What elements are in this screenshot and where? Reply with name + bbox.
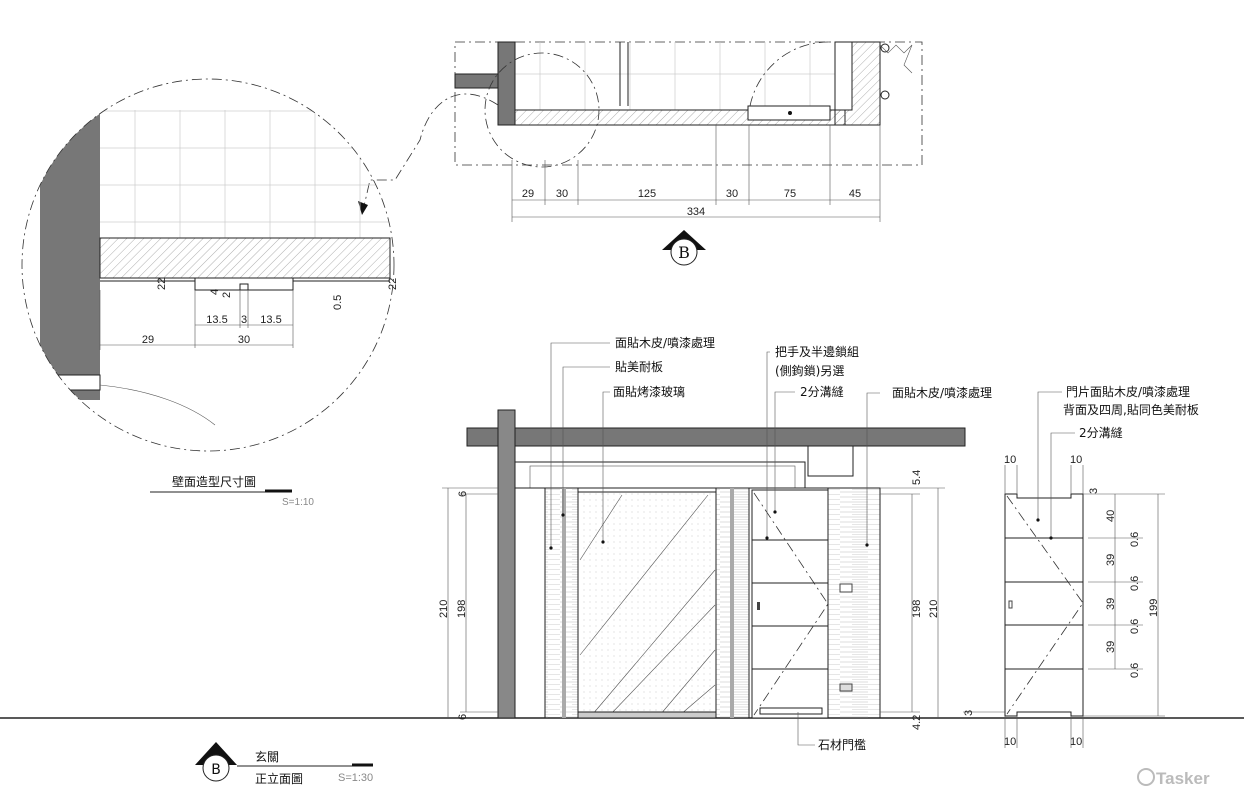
svg-text:B: B <box>678 243 690 262</box>
plan-dim: 75 <box>784 188 796 200</box>
door-dim: 39 <box>1105 554 1117 566</box>
plan-wall <box>497 41 516 126</box>
plan-dimensions: 29 30 125 30 75 45 334 <box>511 125 881 222</box>
plan-view: 29 30 125 30 75 45 334 B <box>454 41 923 266</box>
door-dim: 0.6 <box>1129 532 1141 547</box>
door-dim: 39 <box>1105 641 1117 653</box>
stone-threshold <box>759 707 823 715</box>
detail-dim: 29 <box>142 334 154 346</box>
plan-dim: 30 <box>726 188 738 200</box>
door-dim-total: 199 <box>1148 599 1160 617</box>
callout-handle-lock: 把手及半邊鎖組 <box>775 344 859 359</box>
dim-210-right: 210 <box>928 600 940 618</box>
callout-door-laminate: 背面及四周,貼同色美耐板 <box>1063 402 1199 417</box>
callout-groove: 2分溝縫 <box>800 384 844 399</box>
detail-dim: 13.5 <box>260 314 281 326</box>
detail-dim: 22 <box>156 278 168 290</box>
elevation-view: 面貼木皮/噴漆處理 貼美耐板 面貼烤漆玻璃 把手及半邊鎖組 (側鉤鎖)另選 2分… <box>0 335 1244 786</box>
door-dim: 40 <box>1105 510 1117 522</box>
callout-side-hook-lock: (側鉤鎖)另選 <box>775 363 844 378</box>
elevation-scale: S=1:30 <box>338 772 373 784</box>
plan-dim: 125 <box>638 188 656 200</box>
svg-text:B: B <box>211 762 221 778</box>
plan-dim: 30 <box>556 188 568 200</box>
switch-plate <box>839 583 853 593</box>
detail-dim: 0.5 <box>332 295 344 310</box>
column <box>497 409 516 719</box>
callout-laminate: 貼美耐板 <box>615 359 663 374</box>
detail-title: 壁面造型尺寸圖 <box>172 474 256 489</box>
tasker-logo-icon <box>1137 768 1155 786</box>
detail-dim: 2 <box>221 292 233 298</box>
door-dim: 0.6 <box>1129 576 1141 591</box>
door-dim: 10 <box>1004 454 1016 466</box>
detail-dim: 13.5 <box>206 314 227 326</box>
plan-cut-boundary <box>454 41 923 166</box>
door-dim: 10 <box>1004 736 1016 748</box>
callout-stone-threshold: 石材門檻 <box>818 737 866 752</box>
door-leaf-detail: 門片面貼木皮/噴漆處理 背面及四周,貼同色美耐板 2分溝縫 10 10 10 1… <box>963 384 1199 748</box>
detail-dimensions <box>99 290 294 350</box>
beam <box>466 427 966 447</box>
detail-dim: 22 <box>387 278 399 290</box>
outlet <box>839 683 853 692</box>
plan-dim: 45 <box>849 188 861 200</box>
door-dim: 10 <box>1070 736 1082 748</box>
detail-scale: S=1:10 <box>282 497 314 508</box>
door-dim: 0.6 <box>1129 619 1141 634</box>
callout-door-veneer: 門片面貼木皮/噴漆處理 <box>1066 384 1190 399</box>
dim-210-left: 210 <box>438 600 450 618</box>
callout-lacquered-glass: 面貼烤漆玻璃 <box>613 384 685 399</box>
callout-wood-veneer: 面貼木皮/噴漆處理 <box>615 335 715 350</box>
svg-text:Tasker: Tasker <box>1156 769 1210 788</box>
callout-wood-veneer-right: 面貼木皮/噴漆處理 <box>892 385 992 400</box>
door-dim: 3 <box>963 710 975 716</box>
detail-dim: 3 <box>241 314 247 326</box>
tasker-watermark: Tasker <box>1137 768 1210 788</box>
wall-detail: 22 4 2 0.5 22 13.5 3 13.5 29 30 壁面造型尺寸圖 … <box>21 78 399 508</box>
lacquered-glass-panel <box>577 491 717 719</box>
plan-dim: 29 <box>522 188 534 200</box>
detail-dim: 30 <box>238 334 250 346</box>
callout-door-groove: 2分溝縫 <box>1079 425 1123 440</box>
entry-door <box>751 489 829 719</box>
door-dim: 0.6 <box>1129 663 1141 678</box>
elevation-title: B 玄關 正立面圖 S=1:30 <box>195 742 373 786</box>
detail-callout-leader <box>361 93 499 216</box>
door-handle <box>757 602 760 610</box>
section-marker-b: B <box>662 230 706 266</box>
dim-4-2: 4.2 <box>911 715 923 730</box>
plan-dim-total: 334 <box>687 206 705 218</box>
elevation-title-1: 玄關 <box>255 749 279 764</box>
dim-5-4: 5.4 <box>911 470 923 485</box>
door-dim: 39 <box>1105 598 1117 610</box>
dim-6-top: 6 <box>457 491 469 497</box>
dim-6-bottom: 6 <box>457 714 469 720</box>
detail-dim: 4 <box>209 289 221 295</box>
dim-198-right: 198 <box>911 600 923 618</box>
door-dim: 10 <box>1070 454 1082 466</box>
elevation-title-2: 正立面圖 <box>255 771 303 786</box>
door-dim: 3 <box>1088 488 1100 494</box>
dim-198-left: 198 <box>456 600 468 618</box>
